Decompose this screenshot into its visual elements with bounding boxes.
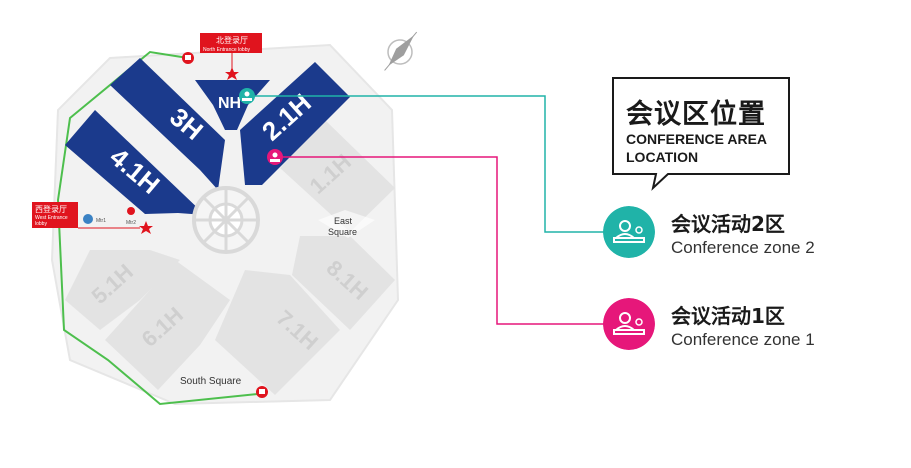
west-entrance-en-2: lobby	[35, 221, 47, 227]
bus-icon	[256, 386, 268, 398]
svg-text:Mtr2: Mtr2	[126, 220, 136, 226]
callout-title: 会议区位置	[626, 99, 766, 130]
metro-icon: Mtr1	[83, 214, 106, 224]
conference-icon	[267, 149, 283, 165]
star-icon	[225, 67, 239, 80]
south-square-label: South Square	[180, 376, 242, 387]
compass-icon	[384, 31, 418, 71]
conference-icon	[239, 88, 255, 104]
zone-2-connector	[252, 95, 606, 233]
west-entrance-en-1: West Entrance	[35, 215, 68, 221]
metro-icon: Mtr2	[126, 207, 136, 226]
conference-zone-1: 会议活动1区 Conference zone 1	[603, 298, 883, 358]
hall-label-nh: NH	[218, 95, 241, 112]
hall-5-1	[65, 250, 180, 330]
north-entrance-en: North Entrance lobby	[203, 47, 250, 53]
zone-1-name-cn: 会议活动1区	[671, 304, 785, 328]
callout-subtitle: CONFERENCE AREA LOCATION	[626, 131, 768, 165]
callout-box	[612, 77, 790, 191]
zone-1-name-en: Conference zone 1	[671, 330, 815, 349]
conference-zone-2: 会议活动2区 Conference zone 2	[603, 206, 883, 266]
east-square	[318, 210, 375, 238]
hall-8-1	[292, 236, 395, 330]
conference-icon	[603, 206, 655, 258]
north-entrance-cn: 北登录厅	[216, 35, 248, 45]
hall-7-1	[215, 270, 340, 395]
hall-6-1	[105, 260, 230, 390]
east-square-label-1: East	[334, 216, 353, 226]
hall-3	[110, 58, 225, 190]
hall-1-1	[280, 120, 395, 232]
east-square-label-2: Square	[328, 227, 357, 237]
north-entrance-label-box	[200, 33, 262, 53]
conference-icon	[603, 298, 655, 350]
bus-icon	[182, 52, 194, 64]
hall-4-1	[65, 110, 205, 215]
zone-2-name-cn: 会议活动2区	[671, 212, 785, 236]
star-icon	[139, 221, 153, 234]
west-entrance-cn: 西登录厅	[35, 204, 67, 214]
zone-1-connector	[275, 156, 606, 325]
west-entrance-label-box	[32, 202, 78, 228]
zone-2-name-en: Conference zone 2	[671, 238, 815, 257]
svg-text:Mtr1: Mtr1	[96, 218, 106, 224]
